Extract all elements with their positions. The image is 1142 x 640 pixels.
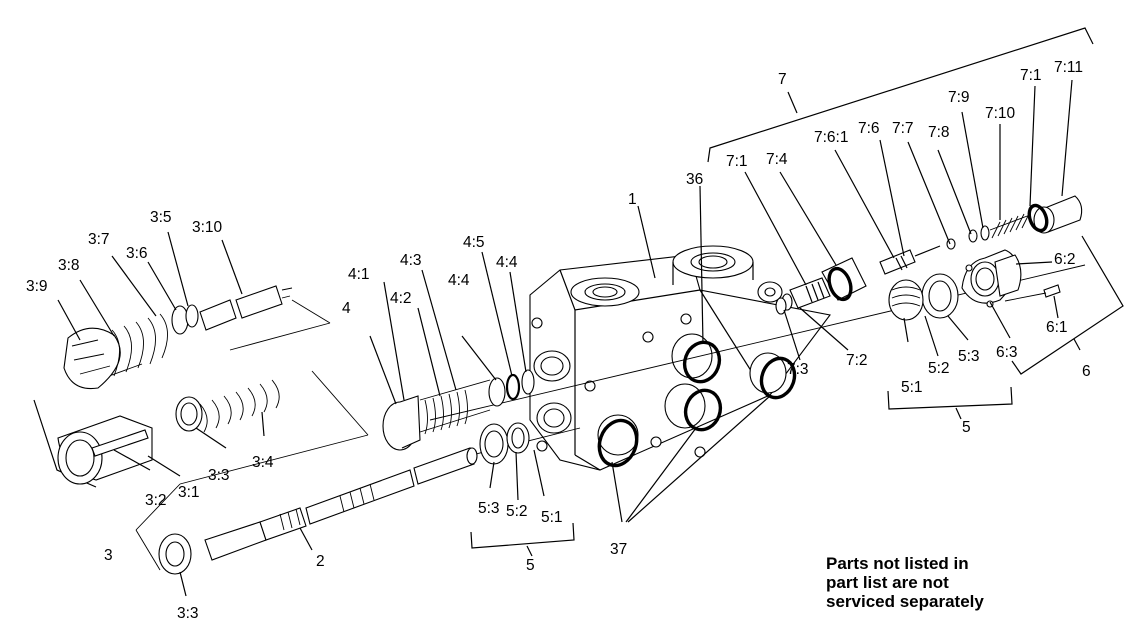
label-4-2: 4:2 (390, 290, 412, 307)
label-4: 4 (342, 300, 351, 317)
leader-lines (57, 79, 1073, 597)
label-6-2: 6:2 (1054, 251, 1076, 268)
label-2: 2 (316, 553, 325, 570)
label-3-5: 3:5 (150, 209, 172, 226)
label-7-3: 7:3 (787, 361, 809, 378)
label-7-11: 7:11 (1054, 59, 1083, 76)
label-6: 6 (1082, 363, 1091, 380)
label-3-3a: 3:3 (208, 467, 230, 484)
label-3-4: 3:4 (252, 454, 274, 471)
valve-body (529, 245, 831, 471)
label-6-1: 6:1 (1046, 319, 1068, 336)
label-5a: 5 (962, 419, 971, 436)
label-5-3a: 5:3 (958, 348, 980, 365)
label-3-8: 3:8 (58, 257, 80, 274)
spool-2 (158, 447, 478, 575)
label-37: 37 (610, 541, 627, 558)
label-7-8: 7:8 (928, 124, 950, 141)
group-4-parts (382, 369, 535, 451)
group-6-parts (961, 249, 1061, 308)
label-5-3b: 5:3 (478, 500, 500, 517)
label-7-6-1: 7:6:1 (814, 129, 848, 146)
label-3-7: 3:7 (88, 231, 110, 248)
group-3-brackets (33, 299, 369, 571)
group-5-bottom-bracket (470, 522, 575, 557)
label-7: 7 (778, 71, 787, 88)
label-3-6: 3:6 (126, 245, 148, 262)
label-36: 36 (686, 171, 703, 188)
note-line-3: serviced separately (826, 592, 984, 611)
note-line-2: part list are not (826, 573, 949, 592)
label-5-2b: 5:2 (506, 503, 528, 520)
label-6-3: 6:3 (996, 344, 1018, 361)
label-3-1: 3:1 (178, 484, 200, 501)
label-7-4: 7:4 (766, 151, 788, 168)
label-5-2a: 5:2 (928, 360, 950, 377)
label-5-1b: 5:1 (541, 509, 563, 526)
label-3: 3 (104, 547, 113, 564)
label-1: 1 (628, 191, 637, 208)
group-5-right-parts (888, 273, 959, 321)
o-rings-36-37 (597, 340, 797, 468)
label-4-4a: 4:4 (448, 272, 470, 289)
label-3-3b: 3:3 (177, 605, 199, 622)
label-3-10: 3:10 (192, 219, 223, 236)
service-note: Parts not listed in part list are not se… (826, 554, 984, 611)
label-4-4b: 4:4 (496, 254, 518, 271)
label-7-1a: 7:1 (1020, 67, 1042, 84)
group-6-bracket (1011, 235, 1124, 375)
label-7-10: 7:10 (985, 105, 1016, 122)
label-4-1: 4:1 (348, 266, 370, 283)
group-7-bracket (707, 27, 1094, 163)
label-7-9: 7:9 (948, 89, 970, 106)
label-5b: 5 (526, 557, 535, 574)
label-4-5: 4:5 (463, 234, 485, 251)
label-5-1a: 5:1 (901, 379, 923, 396)
label-3-9: 3:9 (26, 278, 48, 295)
label-7-1b: 7:1 (726, 153, 748, 170)
group-5-bottom-parts (479, 422, 530, 465)
group-5-right-bracket (887, 386, 1013, 420)
group-3-lower-parts (57, 379, 280, 485)
group-3-upper-parts (63, 285, 293, 390)
part-labels: 7 7:1 7:11 7:9 7:10 7:6:1 7:6 7:7 7:8 7:… (26, 59, 1091, 622)
label-7-6: 7:6 (858, 120, 880, 137)
label-3-2: 3:2 (145, 492, 167, 509)
note-line-1: Parts not listed in (826, 554, 969, 573)
label-7-7: 7:7 (892, 120, 914, 137)
label-4-3: 4:3 (400, 252, 422, 269)
label-7-2: 7:2 (846, 352, 868, 369)
